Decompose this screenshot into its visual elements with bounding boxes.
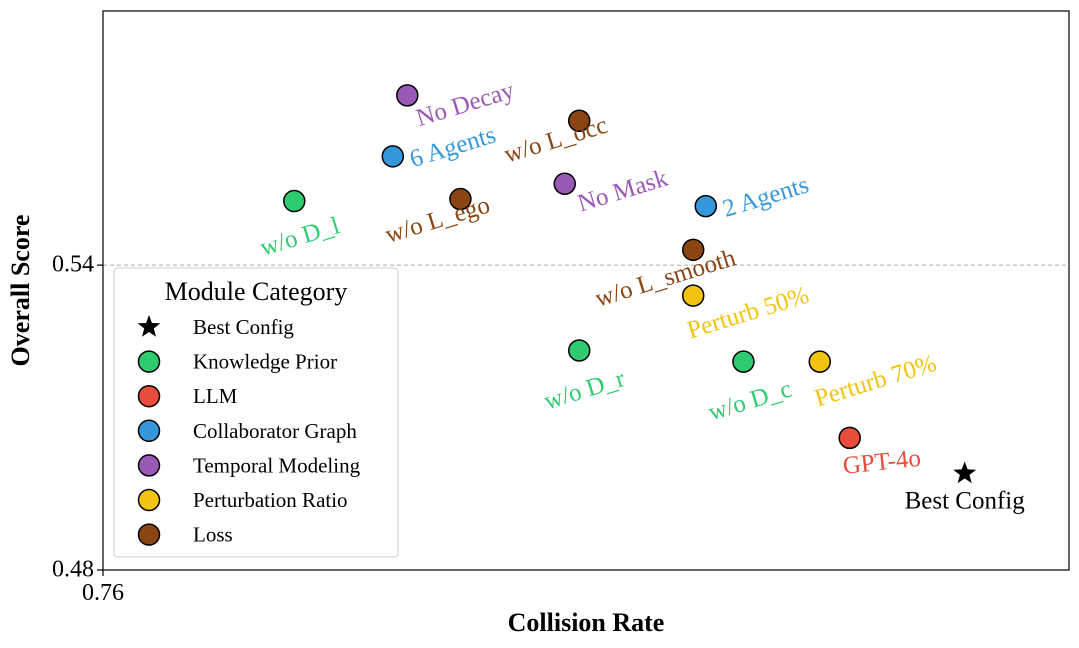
legend-label: Perturbation Ratio [193, 488, 348, 512]
legend-item-perturbation-ratio: Perturbation Ratio [137, 488, 348, 512]
legend-item-collaborator-graph: Collaborator Graph [137, 419, 357, 443]
data-point-no-decay: No Decay [396, 77, 518, 132]
data-point-best-config: Best Config [905, 461, 1026, 514]
legend-item-llm: LLM [137, 384, 238, 408]
legend-swatch [137, 419, 161, 443]
point-marker [681, 238, 705, 262]
legend-title: Module Category [165, 277, 348, 306]
point-label: No Mask [575, 165, 672, 218]
legend-item-temporal-modeling: Temporal Modeling [137, 453, 361, 477]
point-marker [838, 426, 861, 450]
plot-frame [102, 10, 1070, 571]
legend-swatch [137, 350, 161, 373]
point-marker [694, 194, 718, 218]
legend-swatch [137, 523, 161, 546]
legend-label: Temporal Modeling [193, 453, 361, 477]
y-tick-label: 0.48 [52, 557, 94, 583]
data-point-w-o-l-occ: w/o L_occ [501, 109, 611, 169]
legend-item-knowledge-prior: Knowledge Prior [137, 350, 337, 374]
legend-swatch [137, 384, 161, 408]
point-marker [567, 339, 591, 362]
data-point-w-o-d-c: w/o D_c [705, 350, 795, 427]
point-label: w/o D_l [257, 212, 343, 262]
point-label: w/o D_r [541, 365, 629, 415]
data-point-perturb-50: Perturb 50% [681, 282, 812, 344]
legend-swatch [137, 454, 161, 477]
data-point-w-o-d-l: w/o D_l [257, 189, 343, 262]
point-label: w/o D_c [705, 376, 795, 427]
data-point-gpt-4o: GPT-4o [838, 426, 923, 480]
data-point-w-o-l-ego: w/o L_ego [382, 187, 493, 249]
x-axis-title: Collision Rate [508, 608, 665, 637]
legend-swatch [137, 488, 161, 512]
point-label: GPT-4o [842, 445, 923, 480]
x-tick-label: 0.76 [82, 580, 124, 606]
point-label: No Decay [413, 77, 518, 132]
data-point-w-o-d-r: w/o D_r [541, 339, 629, 415]
y-tick-label: 0.54 [52, 252, 94, 278]
legend-label: LLM [193, 384, 238, 408]
point-marker [396, 84, 419, 107]
legend-label: Knowledge Prior [193, 350, 337, 374]
data-point-w-o-l-smooth: w/o L_smooth [592, 238, 739, 313]
point-label: Best Config [905, 487, 1026, 514]
legend-item-loss: Loss [137, 523, 233, 547]
point-marker [567, 109, 591, 133]
point-label: w/o L_ego [382, 191, 493, 248]
data-point-no-mask: No Mask [553, 165, 672, 218]
star-marker [953, 461, 977, 484]
point-marker [283, 189, 306, 213]
point-marker [449, 187, 472, 211]
star-icon [137, 315, 161, 337]
point-label: w/o L_occ [501, 112, 610, 169]
legend-label: Best Config [193, 315, 294, 339]
point-label: w/o L_smooth [592, 244, 739, 312]
y-axis-title: Overall Score [6, 215, 35, 367]
data-point-2-agents: 2 Agents [694, 171, 812, 223]
legend-label: Collaborator Graph [193, 419, 357, 443]
point-marker [681, 284, 705, 307]
legend-label: Loss [193, 523, 233, 547]
legend-item-best-config: Best Config [137, 315, 294, 339]
point-marker [808, 350, 832, 373]
data-point-perturb-70: Perturb 70% [808, 350, 940, 413]
point-label: 2 Agents [720, 171, 812, 223]
point-label: Perturb 70% [812, 350, 940, 413]
data-point-6-agents: 6 Agents [381, 121, 499, 173]
point-marker [732, 350, 755, 373]
point-marker [381, 145, 405, 168]
point-marker [553, 172, 576, 196]
legend-box [113, 267, 399, 558]
axis-ticks: 0.54 0.48 0.76 [52, 252, 124, 606]
